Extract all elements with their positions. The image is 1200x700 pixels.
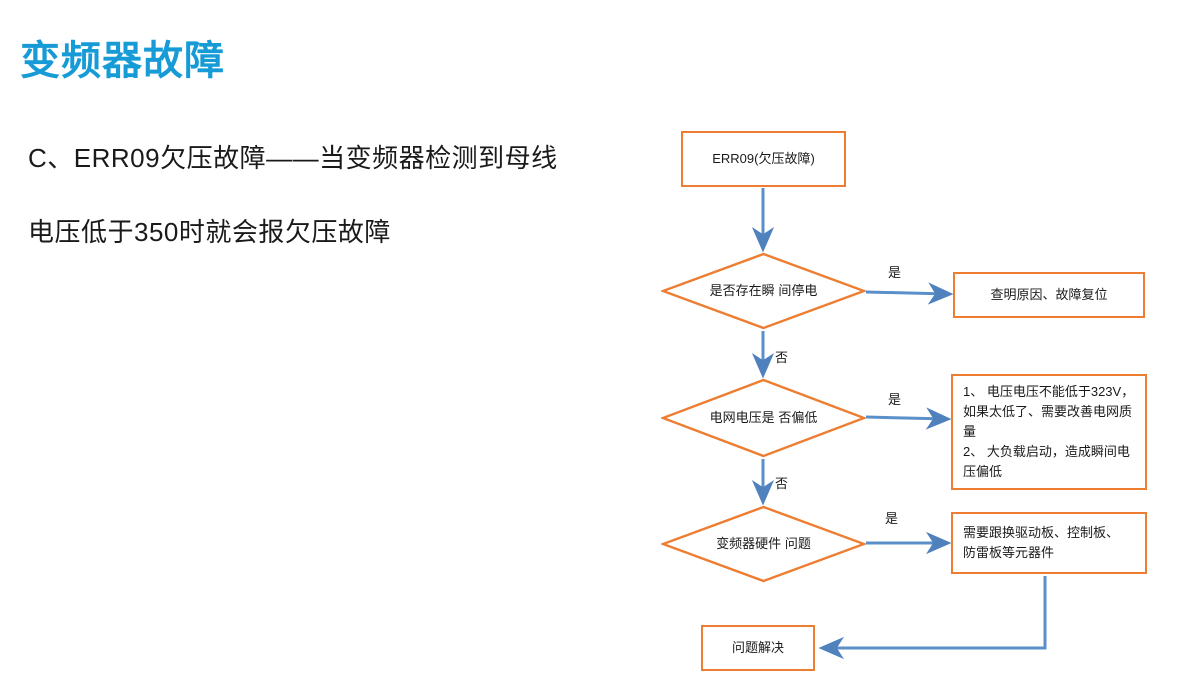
flow-node-decision-power-outage[interactable]: 是否存在瞬 间停电 [661, 252, 866, 330]
connector-action3-to-end [818, 576, 1047, 660]
diamond-shape-icon [661, 252, 866, 330]
body-text-line-2: 电压低于350时就会报欠压故障 [28, 217, 391, 247]
flow-node-action-voltage-notes-label: 1、 电压电压不能低于323V， 如果太低了、需要改善电网质 量 2、 大负载启… [963, 383, 1135, 480]
diamond-shape-icon [661, 378, 866, 458]
edge-label-yes-3: 是 [885, 511, 899, 526]
flow-node-action-replace-boards-label: 需要跟换驱动板、控制板、 防雷板等元器件 [963, 524, 1120, 560]
flow-node-start-label: ERR09(欠压故障) [712, 151, 815, 167]
edge-label-yes-1: 是 [888, 265, 902, 280]
flow-node-decision-power-outage-label: 是否存在瞬 间停电 [709, 282, 818, 298]
flow-node-start[interactable]: ERR09(欠压故障) [681, 131, 846, 187]
flow-node-action-find-cause-reset[interactable]: 查明原因、故障复位 [953, 272, 1145, 318]
diamond-shape-icon [661, 505, 866, 583]
flow-node-end-resolved[interactable]: 问题解决 [701, 625, 815, 671]
flow-node-end-resolved-label: 问题解决 [731, 640, 784, 656]
connector-decision1-yes-to-action1 [865, 282, 954, 305]
flow-node-action-find-cause-reset-label: 查明原因、故障复位 [990, 287, 1108, 303]
edge-label-no-2: 否 [775, 476, 789, 491]
flow-node-action-voltage-notes[interactable]: 1、 电压电压不能低于323V， 如果太低了、需要改善电网质 量 2、 大负载启… [951, 374, 1147, 490]
edge-label-no-1: 否 [775, 350, 789, 365]
page-title: 变频器故障 [20, 39, 225, 83]
flow-node-decision-hardware-issue-label: 变频器硬件 问题 [716, 535, 811, 551]
flow-node-action-replace-boards[interactable]: 需要跟换驱动板、控制板、 防雷板等元器件 [951, 512, 1147, 574]
flow-node-decision-grid-voltage-low[interactable]: 电网电压是 否偏低 [661, 378, 866, 458]
connector-decision2-yes-to-action2 [865, 407, 952, 430]
edge-label-yes-2: 是 [888, 392, 902, 407]
body-text-line-1: C、ERR09欠压故障——当变频器检测到母线 [28, 143, 558, 173]
flow-node-decision-grid-voltage-low-label: 电网电压是 否偏低 [709, 409, 818, 425]
flow-node-decision-hardware-issue[interactable]: 变频器硬件 问题 [661, 505, 866, 583]
